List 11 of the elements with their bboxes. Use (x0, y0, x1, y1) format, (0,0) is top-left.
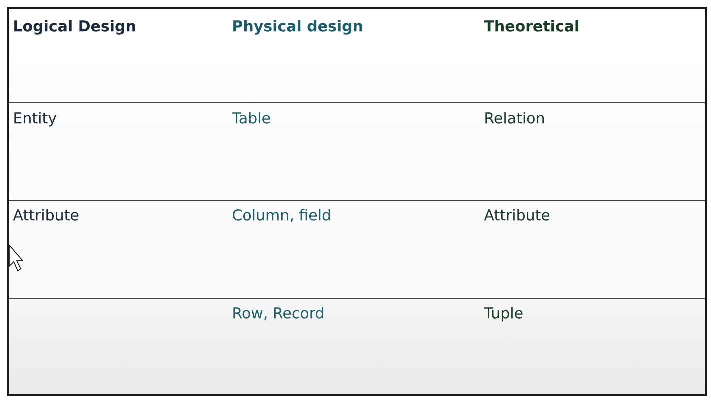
table-cell-text: Attribute (13, 209, 79, 221)
column-header: Theoretical (484, 20, 578, 32)
column-header: Physical design (234, 20, 362, 35)
table-cell-text: Tuple (484, 307, 523, 322)
table-cell-text: Table (232, 112, 270, 124)
table-cell-text: Relation (486, 112, 544, 124)
table-cell-text: Entity (14, 112, 57, 127)
table-cell-text: Attribute (484, 209, 550, 221)
table-cell-text: Column, field (233, 209, 330, 222)
table-cell-text: Row, Record (234, 307, 324, 320)
column-header: Logical Design (14, 20, 136, 35)
